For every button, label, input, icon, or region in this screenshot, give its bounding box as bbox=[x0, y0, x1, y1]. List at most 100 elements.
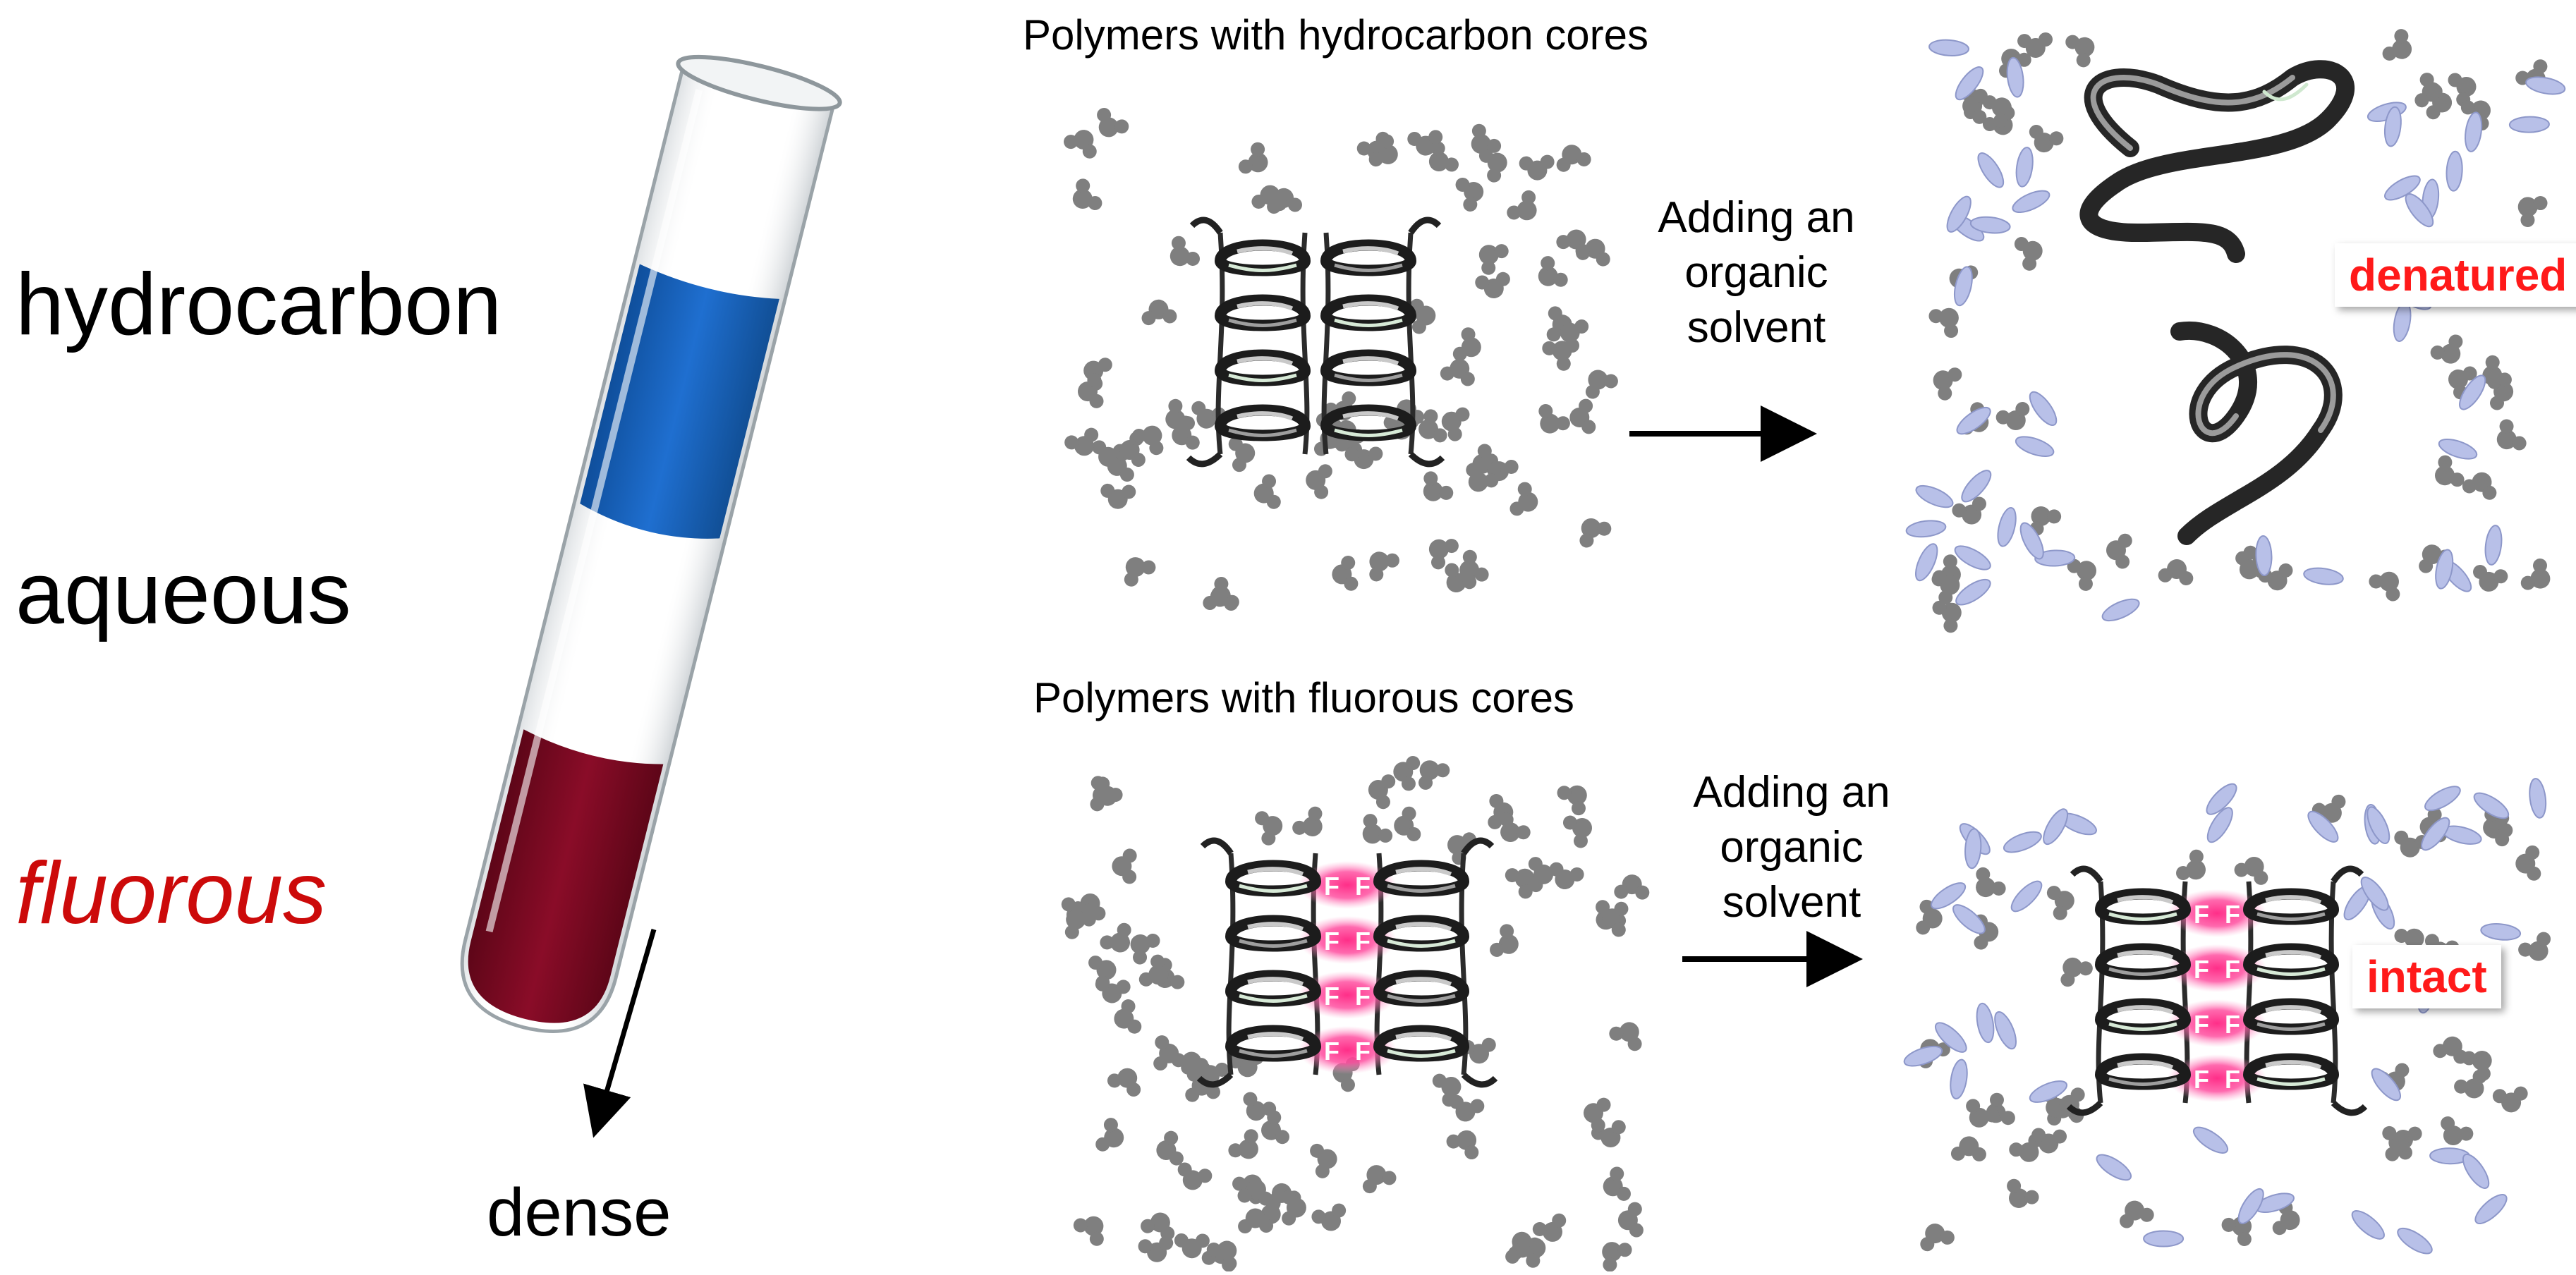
fluorine-label: F bbox=[1324, 982, 1339, 1011]
solvent-molecule bbox=[2015, 147, 2034, 188]
row2-step-line1: Adding an bbox=[1693, 768, 1890, 817]
water-molecule bbox=[2234, 857, 2268, 885]
fluorine-label: F bbox=[1324, 927, 1339, 956]
water-molecule bbox=[1976, 867, 2006, 898]
fluorine-label: F bbox=[2225, 955, 2240, 984]
water-molecule bbox=[1131, 425, 1164, 456]
water-molecule bbox=[1172, 415, 1200, 450]
water-molecule bbox=[1228, 1129, 1258, 1159]
solvent-molecule bbox=[2143, 1230, 2185, 1247]
water-molecule bbox=[1517, 1234, 1546, 1268]
water-molecule bbox=[1292, 806, 1323, 836]
fluorine-label: F bbox=[2225, 900, 2240, 929]
water-molecule bbox=[1107, 1068, 1141, 1097]
solvent-molecule bbox=[2043, 808, 2069, 846]
solvent-molecule bbox=[2101, 598, 2140, 622]
water-molecule bbox=[1393, 756, 1421, 791]
solvent-molecule bbox=[2459, 374, 2486, 410]
solvent-molecule bbox=[2206, 807, 2233, 843]
water-molecule bbox=[2119, 1200, 2154, 1228]
water-molecule bbox=[1542, 341, 1572, 371]
water-molecule bbox=[1562, 815, 1592, 848]
water-molecule bbox=[1432, 1073, 1462, 1107]
water-molecule bbox=[2426, 84, 2453, 120]
row1-step-line3: solvent bbox=[1687, 303, 1826, 352]
dense-label: dense bbox=[487, 1175, 672, 1250]
row2-step-line2: organic bbox=[1720, 823, 1864, 872]
water-molecule bbox=[1124, 557, 1156, 587]
water-molecule bbox=[1428, 539, 1459, 570]
water-molecule bbox=[2060, 957, 2093, 987]
water-molecule bbox=[2441, 1116, 2474, 1145]
fluorous-layer bbox=[468, 729, 664, 1023]
water-molecule bbox=[1177, 1162, 1213, 1190]
water-molecule bbox=[1138, 1236, 1174, 1262]
water-molecule bbox=[1418, 760, 1450, 790]
water-molecule bbox=[2435, 455, 2465, 487]
water-molecule bbox=[1064, 909, 1096, 939]
row1-step-line2: organic bbox=[1684, 248, 1828, 297]
water-molecule bbox=[1507, 190, 1537, 221]
water-molecule bbox=[1446, 1130, 1479, 1160]
water-molecule bbox=[1310, 1143, 1337, 1178]
water-molecule bbox=[1952, 496, 1986, 525]
solvent-molecule bbox=[2424, 786, 2461, 812]
water-molecule bbox=[1423, 471, 1454, 501]
water-molecule bbox=[1064, 130, 1097, 159]
water-molecule bbox=[2473, 565, 2508, 592]
solvent-molecule bbox=[2508, 116, 2550, 133]
solvent-molecule bbox=[1954, 545, 1991, 571]
solvent-molecule bbox=[2383, 106, 2402, 147]
water-molecule bbox=[1072, 178, 1102, 210]
solvent-molecule bbox=[1950, 1059, 1968, 1100]
water-molecule bbox=[1549, 862, 1584, 889]
fluorine-label: F bbox=[2194, 955, 2209, 984]
water-molecule bbox=[2518, 932, 2551, 961]
water-molecule bbox=[2448, 366, 2477, 400]
row1-title: Polymers with hydrocarbon cores bbox=[1023, 11, 1649, 59]
fluorine-label: F bbox=[1355, 1037, 1371, 1066]
water-molecule bbox=[1538, 256, 1568, 287]
fluorine-label: F bbox=[2194, 900, 2209, 929]
water-molecules bbox=[1061, 29, 2551, 1272]
solvent-molecule bbox=[2360, 877, 2389, 911]
water-molecule bbox=[1459, 549, 1489, 582]
water-molecule bbox=[1130, 933, 1160, 965]
water-molecule bbox=[1962, 88, 1988, 124]
solvent-molecule bbox=[1903, 1045, 1943, 1067]
solvent-molecule bbox=[2529, 778, 2547, 819]
solvent-molecule bbox=[2303, 567, 2344, 585]
solvent-molecule bbox=[1934, 1022, 1967, 1053]
solvent-molecule bbox=[2029, 1080, 2068, 1103]
water-molecule bbox=[1603, 1166, 1631, 1201]
water-molecule bbox=[1362, 814, 1393, 844]
water-molecule bbox=[2046, 886, 2074, 920]
water-molecule bbox=[1602, 901, 1629, 937]
water-molecule bbox=[2369, 571, 2400, 602]
row1-step-line1: Adding an bbox=[1658, 193, 1855, 242]
solvent-molecule bbox=[2010, 880, 2043, 913]
water-molecule bbox=[1237, 1179, 1273, 1206]
water-molecule bbox=[1966, 1099, 2000, 1128]
solvent-molecule bbox=[2480, 923, 2522, 941]
water-molecule bbox=[1407, 130, 1443, 156]
water-molecule bbox=[1238, 142, 1268, 174]
water-molecule bbox=[1478, 244, 1509, 275]
water-molecule bbox=[1409, 298, 1436, 334]
water-molecule bbox=[2520, 559, 2551, 590]
water-molecule bbox=[1519, 154, 1555, 181]
denatured-strand-upper bbox=[2079, 60, 2355, 263]
solvent-molecule bbox=[1994, 1011, 2017, 1050]
water-molecule bbox=[1228, 437, 1256, 472]
fluorine-label: F bbox=[2225, 1010, 2240, 1039]
water-molecule bbox=[1445, 563, 1477, 592]
solvent-molecule bbox=[1969, 216, 2011, 234]
water-molecule bbox=[2382, 1125, 2409, 1161]
solvent-molecule bbox=[1955, 66, 1984, 101]
solvent-molecule bbox=[1955, 578, 1991, 606]
water-molecule bbox=[2462, 1051, 2492, 1081]
water-molecule bbox=[1932, 570, 1960, 605]
fluorine-label: F bbox=[1355, 982, 1371, 1011]
solvent-molecule bbox=[1952, 904, 1986, 934]
